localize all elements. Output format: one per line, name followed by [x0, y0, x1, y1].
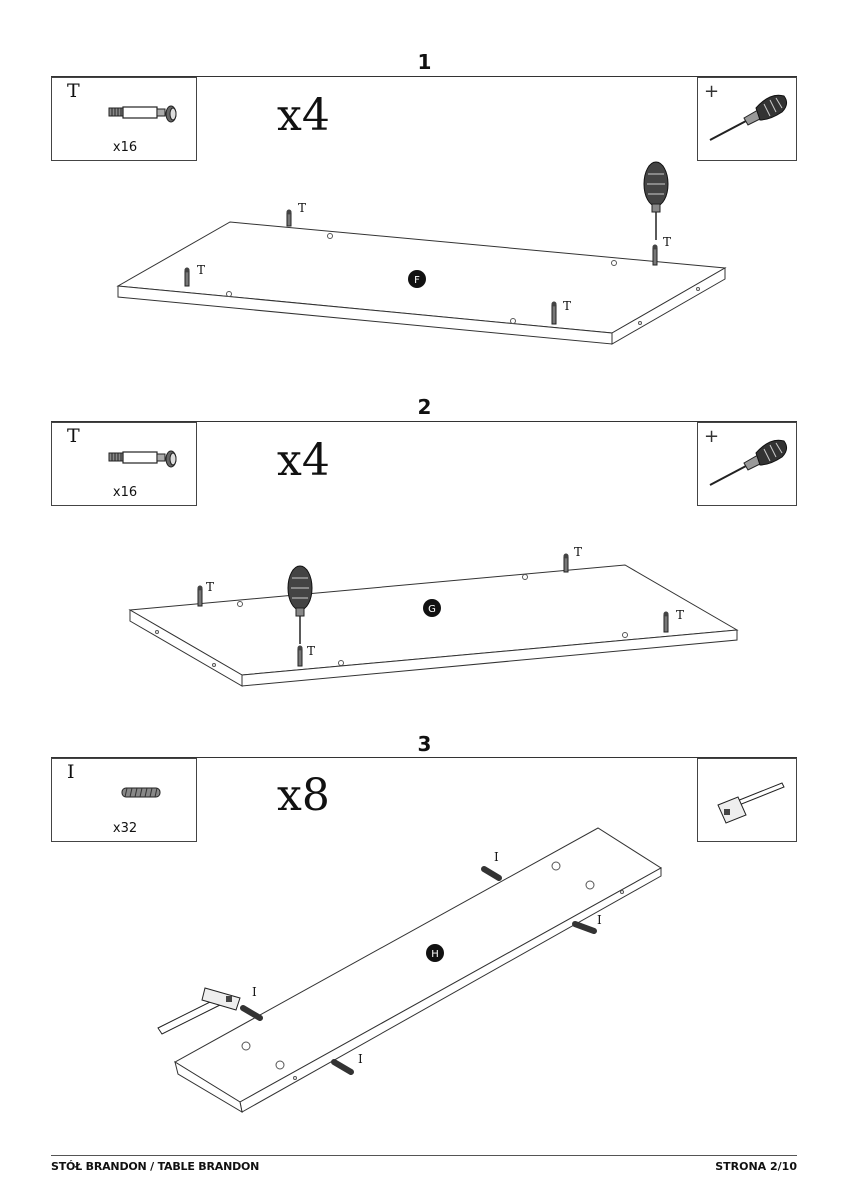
footer-page-number: STRONA 2/10 [715, 1160, 797, 1173]
screwdriver-icon [643, 161, 669, 240]
footer-divider [51, 1155, 797, 1156]
callout-label-t: T [663, 235, 671, 249]
step-1-parts-box: T x16 [51, 77, 197, 161]
step-1-part-quantity: x16 [112, 140, 138, 155]
cam-bolt-callout: T [184, 263, 205, 287]
cam-bolt-callout: T [563, 545, 582, 573]
cam-bolt-callout: T [197, 580, 214, 607]
callout-label-t: T [676, 608, 684, 622]
step-1-tool-box: + [697, 77, 797, 161]
step-1-multiplier: x4 [277, 90, 330, 141]
step-2-parts-box: T x16 [51, 422, 197, 506]
footer-product-title: STÓŁ BRANDON / TABLE BRANDON [51, 1160, 260, 1173]
step-1-illustration: T T T T F [116, 161, 727, 345]
step-3-number: 3 [417, 732, 432, 756]
cam-bolt-icon [108, 450, 177, 468]
step-1-number: 1 [417, 50, 432, 74]
step-2-tool-box: + [697, 422, 797, 506]
hammer-icon [717, 782, 785, 824]
callout-label-i: I [597, 913, 602, 927]
panel-letter: H [431, 949, 439, 960]
step-3-multiplier: x8 [277, 770, 330, 821]
phillips-screwdriver-icon: + [704, 426, 788, 486]
panel-h-badge: H [426, 944, 444, 962]
dowel-callout: I [240, 985, 263, 1021]
step-3-divider [51, 757, 797, 758]
wooden-dowel-icon [121, 787, 161, 798]
phillips-screwdriver-icon: + [704, 81, 788, 141]
cam-bolt-callout: T [297, 644, 315, 667]
dowel-callout: I [572, 913, 602, 934]
dowel-callout: I [331, 1052, 363, 1075]
step-3-illustration: I I I I H [157, 827, 662, 1114]
step-3-parts-box: I x32 [51, 758, 197, 842]
panel-g [128, 564, 739, 687]
callout-label-i: I [494, 850, 499, 864]
panel-f-badge: F [408, 270, 426, 288]
callout-label-i: I [252, 985, 257, 999]
step-2-illustration: T T T T G [128, 545, 739, 687]
callout-label-t: T [307, 644, 315, 658]
cam-bolt-callout: T [652, 235, 671, 266]
cam-bolt-callout: T [551, 299, 571, 325]
step-2-number: 2 [417, 395, 432, 419]
panel-g-badge: G [423, 599, 441, 617]
step-1-divider [51, 76, 797, 77]
callout-label-t: T [197, 263, 205, 277]
screwdriver-icon [287, 565, 313, 644]
dowel-callout: I [481, 850, 502, 881]
cam-bolt-icon [108, 105, 177, 123]
callout-label-t: T [563, 299, 571, 313]
step-1-part-letter: T [67, 80, 80, 102]
step-2-part-letter: T [67, 425, 80, 447]
hammer-icon [157, 987, 241, 1035]
step-3-tool-box [697, 758, 797, 842]
callout-label-i: I [358, 1052, 363, 1066]
step-2-tool-mark: + [704, 426, 719, 447]
callout-label-t: T [574, 545, 582, 559]
step-2-part-quantity: x16 [112, 485, 138, 500]
step-2-multiplier: x4 [277, 435, 330, 486]
cam-bolt-callout: T [286, 201, 306, 227]
callout-label-t: T [298, 201, 306, 215]
callout-label-t: T [206, 580, 214, 594]
cam-bolt-callout: T [663, 608, 684, 633]
panel-h [174, 827, 662, 1114]
step-2-divider [51, 421, 797, 422]
step-1-tool-mark: + [704, 81, 719, 102]
panel-letter: F [414, 275, 420, 286]
step-3-part-letter: I [67, 761, 75, 783]
step-3-part-quantity: x32 [112, 821, 138, 836]
panel-letter: G [428, 604, 436, 615]
